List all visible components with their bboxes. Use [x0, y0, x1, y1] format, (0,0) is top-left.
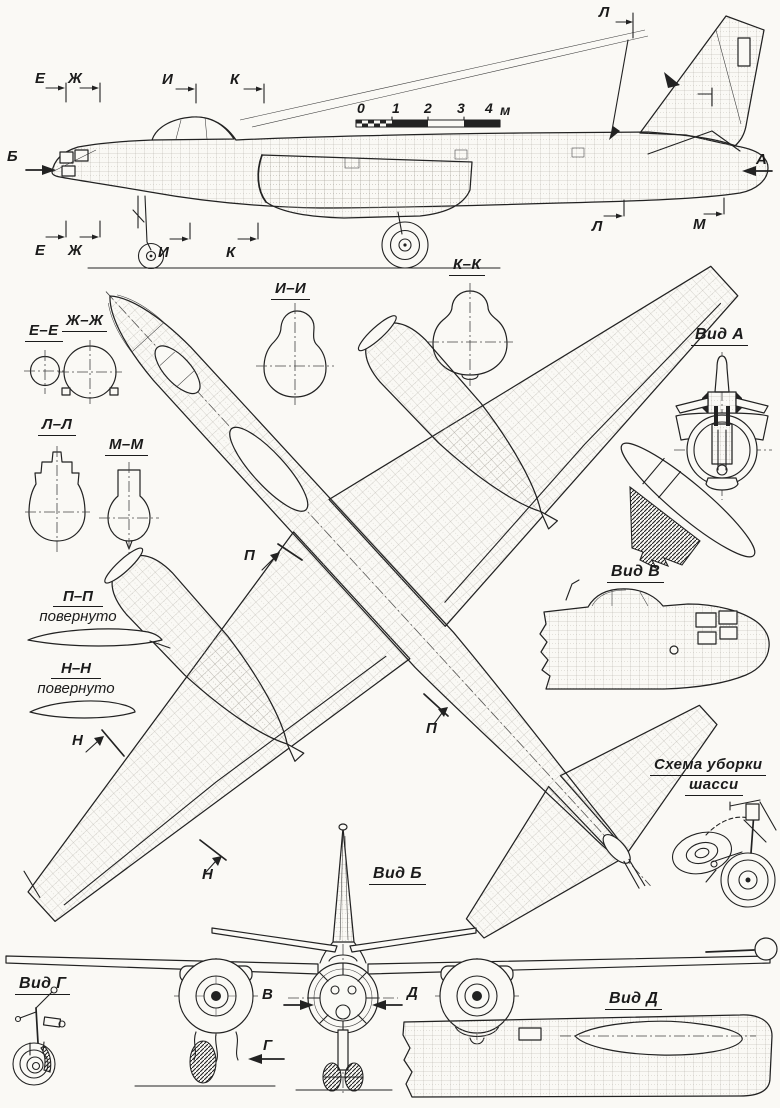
side-view-drawing: [51, 15, 769, 270]
cut-mark-m-bottom: М: [693, 216, 706, 233]
cut-mark-n-lower: Н: [202, 866, 214, 883]
scale-unit: м: [500, 102, 511, 118]
section-ll-drawing: [25, 446, 90, 552]
section-title-ll: Л–Л: [38, 416, 77, 436]
cut-mark-i-top: И: [162, 71, 174, 88]
view-arrow-b-label: Б: [7, 148, 19, 165]
section-pp-note: повернуто: [39, 608, 117, 625]
view-g-drawing: [12, 986, 66, 1086]
cut-mark-zh-top: Ж: [68, 70, 83, 87]
section-title-ii: И–И: [271, 280, 311, 300]
scale-tick-4: 4: [485, 100, 494, 116]
view-direction-arrows-side: [25, 165, 773, 176]
cut-mark-i-bottom: И: [158, 244, 170, 261]
view-v-drawing: [539, 579, 770, 690]
cut-mark-k-top: К: [230, 71, 240, 88]
view-arrow-v-label: В: [262, 986, 274, 1003]
section-title-zhzh: Ж–Ж: [62, 312, 108, 332]
section-title-ee: Е–Е: [25, 322, 63, 342]
front-view-drawing: [5, 823, 778, 1094]
view-d-title: Вид Д: [605, 990, 663, 1010]
section-title-mm: М–М: [105, 436, 148, 456]
cut-mark-p-lower: П: [426, 720, 438, 737]
scale-tick-0: 0: [357, 100, 366, 116]
section-ii-drawing: [256, 303, 334, 405]
section-title-kk: К–К: [449, 256, 485, 276]
section-kk-drawing: [428, 283, 513, 386]
section-mm-drawing: [99, 462, 159, 556]
view-arrow-a-label: А: [756, 151, 768, 168]
section-ee-drawing: [24, 350, 66, 394]
cut-mark-k-bottom: К: [226, 244, 236, 261]
view-d-drawing: [402, 1014, 773, 1098]
cut-mark-p-upper: П: [244, 547, 256, 564]
scale-tick-3: 3: [457, 100, 466, 116]
scale-bar: [355, 116, 501, 128]
view-g-title: Вид Г: [15, 975, 71, 995]
view-arrow-g-label: Г: [263, 1037, 273, 1054]
view-a-drawing: [620, 352, 772, 570]
section-nn-note: повернуто: [37, 680, 115, 697]
gear-scheme-drawing: [672, 799, 777, 908]
view-a-title: Вид А: [691, 326, 749, 346]
gear-scheme-title-line2: шасси: [685, 776, 743, 796]
section-nn-airfoil: [29, 700, 136, 719]
cut-mark-l-top: Л: [599, 4, 610, 21]
cut-mark-l-bottom: Л: [592, 218, 603, 235]
gear-scheme-title-line1: Схема уборки: [650, 756, 767, 776]
cut-mark-e-top: Е: [35, 70, 46, 87]
section-pp-airfoil: [27, 628, 171, 649]
view-v-title: Вид В: [607, 563, 665, 583]
scale-tick-2: 2: [424, 100, 433, 116]
section-pp-label: П–П: [53, 588, 103, 607]
cut-mark-e-bottom: Е: [35, 242, 46, 259]
view-arrow-d-label: Д: [407, 984, 419, 1001]
section-zhzh-drawing: [58, 340, 122, 404]
plan-cut-marks: [85, 543, 449, 873]
scale-tick-1: 1: [392, 100, 401, 116]
cut-mark-zh-bottom: Ж: [68, 242, 83, 259]
section-title-pp: П–П повернуто: [36, 588, 120, 625]
section-cut-marks-bottom: [45, 197, 725, 242]
view-b-title: Вид Б: [369, 865, 426, 885]
section-cut-marks-top: [45, 12, 634, 104]
cut-mark-n-upper: Н: [72, 732, 84, 749]
section-nn-label: Н–Н: [50, 660, 101, 679]
section-title-nn: Н–Н повернуто: [34, 660, 118, 697]
